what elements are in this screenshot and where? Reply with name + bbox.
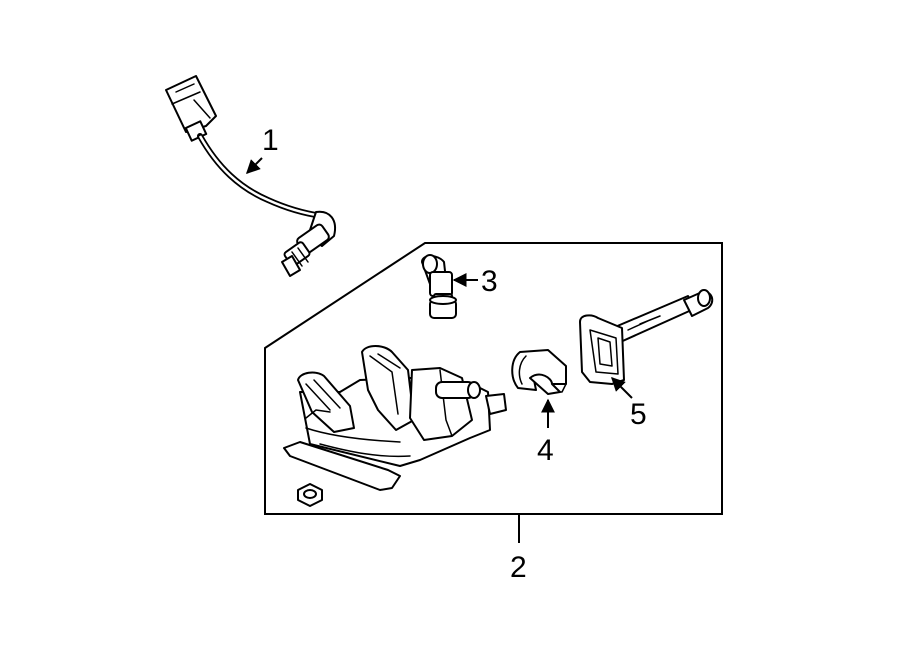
part-4-grommet: [511, 349, 567, 395]
part-3-sensor: [421, 254, 457, 319]
leader-1: [246, 157, 263, 174]
assembly-outline: [264, 242, 723, 515]
callout-4: 4: [537, 434, 554, 467]
callout-2: 2: [510, 551, 527, 584]
part-5-rod-sensor: [579, 289, 714, 385]
callout-5: 5: [630, 398, 647, 431]
part-2-module-assembly: [283, 345, 507, 507]
callout-1: 1: [262, 124, 279, 157]
callout-3: 3: [481, 265, 498, 298]
leader-5: [611, 377, 633, 399]
part-1-oxygen-sensor: [165, 75, 336, 277]
